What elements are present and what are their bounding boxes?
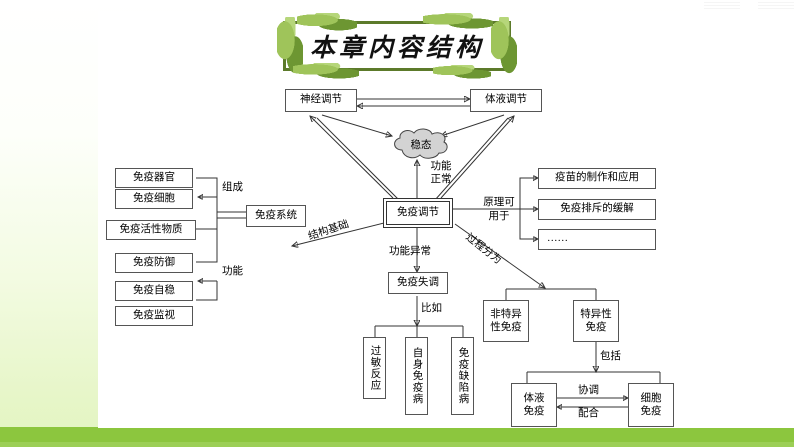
node-nonspecific-immunity[interactable]: 非特异性免疫: [483, 300, 529, 342]
edge-label-composition: 组成: [222, 182, 243, 193]
bamboo-leaf-icon-top-right: [423, 13, 493, 29]
node-specific-immunity[interactable]: 特异性免疫: [573, 300, 619, 342]
edge-label-includes: 包括: [600, 351, 621, 362]
node-immune-system[interactable]: 免疫系统: [246, 205, 306, 227]
edge-label-coordinate: 协调: [578, 385, 599, 396]
bottom-green-bar: [0, 427, 794, 442]
node-immune-organs[interactable]: 免疫器官: [115, 168, 193, 188]
node-immune-self-stability[interactable]: 免疫自稳: [115, 281, 193, 301]
watermark-mark-left: [704, 2, 740, 11]
edge-label-for-example: 比如: [421, 303, 442, 314]
edge-label-cooperate: 配合: [578, 408, 599, 419]
node-vaccine-application[interactable]: 疫苗的制作和应用: [538, 168, 656, 189]
bamboo-leaf-icon-right: [491, 17, 517, 75]
node-autoimmune-disease[interactable]: 自身免疫病: [405, 337, 428, 415]
node-immune-active-substances[interactable]: 免疫活性物质: [106, 220, 196, 240]
node-neural-regulation[interactable]: 神经调节: [285, 89, 357, 112]
node-homeostasis[interactable]: 稳态: [390, 128, 452, 160]
bamboo-leaf-icon-bottom-left: [293, 63, 359, 79]
node-immune-surveillance[interactable]: 免疫监视: [115, 306, 193, 326]
bottom-green-bar-shade: [0, 442, 794, 447]
edge-label-function-abnormal: 功能异常: [389, 246, 431, 257]
node-humoral-immunity-label: 体液免疫: [523, 392, 545, 417]
node-humoral-immunity[interactable]: 体液免疫: [511, 383, 557, 427]
node-immune-disorder[interactable]: 免疫失调: [388, 272, 448, 294]
node-immunodeficiency-disease[interactable]: 免疫缺陷病: [451, 337, 474, 415]
page-title: 本章内容结构: [309, 35, 484, 62]
node-more-applications[interactable]: ……: [538, 229, 656, 250]
edge-label-principle-used-for: 原理可用于: [483, 197, 515, 223]
node-nonspecific-immunity-label: 非特异性免疫: [490, 308, 522, 333]
node-cellular-immunity[interactable]: 细胞免疫: [628, 383, 674, 427]
node-immune-cells[interactable]: 免疫细胞: [115, 189, 193, 209]
node-specific-immunity-label: 特异性免疫: [580, 308, 612, 333]
node-immune-defense[interactable]: 免疫防御: [115, 253, 193, 273]
node-immune-regulation[interactable]: 免疫调节: [383, 198, 453, 228]
node-allergic-reaction[interactable]: 过敏反应: [363, 337, 386, 399]
edge-label-function: 功能: [222, 266, 243, 277]
node-cellular-immunity-label: 细胞免疫: [640, 392, 662, 417]
watermark-mark-right: [758, 2, 794, 11]
bamboo-leaf-icon-top-left: [297, 13, 357, 31]
node-homeostasis-label: 稳态: [410, 139, 432, 151]
title-banner: 本章内容结构: [277, 13, 517, 79]
node-humoral-regulation[interactable]: 体液调节: [470, 89, 542, 112]
edge-label-function-normal: 功能正常: [430, 161, 452, 185]
bamboo-leaf-icon-bottom-right: [433, 65, 491, 79]
node-immune-rejection-relief[interactable]: 免疫排斥的缓解: [538, 199, 656, 220]
